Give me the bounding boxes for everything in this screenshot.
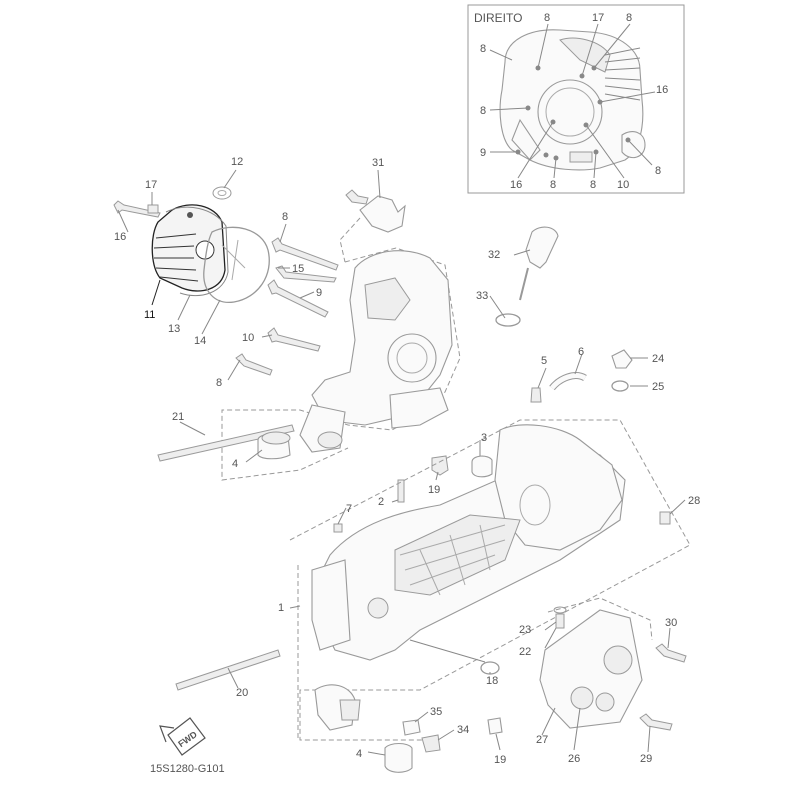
inset-title: DIREITO <box>474 11 522 25</box>
part-label: 4 <box>356 748 362 760</box>
part-label: 5 <box>541 355 547 367</box>
part-label: 24 <box>652 353 664 365</box>
stud-20 <box>175 649 281 691</box>
part-label: 2 <box>378 496 384 508</box>
part-label: 15 <box>292 263 304 275</box>
fwd-arrow: FWD <box>159 717 206 756</box>
part-label: 8 <box>282 211 288 223</box>
clip-31 <box>339 189 406 263</box>
leader-lines <box>117 169 686 756</box>
part-label: 32 <box>488 249 500 261</box>
inset-label: 8 <box>550 179 556 191</box>
inset-label: 10 <box>617 179 629 191</box>
part-labels: 12 17 16 11 13 14 8 15 9 10 8 31 32 33 2… <box>114 156 700 766</box>
part-label: 9 <box>316 287 322 299</box>
part-label: 34 <box>457 724 469 736</box>
lower-bushes <box>384 661 503 773</box>
drawing-code: 15S1280-G101 <box>150 763 225 775</box>
inset-label: 8 <box>480 105 486 117</box>
part-label: 4 <box>232 458 238 470</box>
part-label: 1 <box>278 602 284 614</box>
fittings-5-6-24-25 <box>530 349 633 403</box>
part-label: 12 <box>231 156 243 168</box>
pins-7-28 <box>333 511 671 533</box>
part-label: 29 <box>640 753 652 765</box>
part-label: 16 <box>114 231 126 243</box>
part-label: 18 <box>486 675 498 687</box>
part-label: 3 <box>481 432 487 444</box>
inset-label: 8 <box>626 12 632 24</box>
inset-label: 17 <box>592 12 604 24</box>
part-label: 28 <box>688 495 700 507</box>
part-label: 27 <box>536 734 548 746</box>
inset-direito: DIREITO <box>467 4 685 194</box>
part-label: 23 <box>519 624 531 636</box>
inset-label: 8 <box>655 165 661 177</box>
bushes-3-19-2 <box>397 455 493 503</box>
inset-label: 8 <box>480 43 486 55</box>
upper-crankcase <box>221 247 461 481</box>
part-label: 8 <box>216 377 222 389</box>
part-label: 35 <box>430 706 442 718</box>
part-label: 13 <box>168 323 180 335</box>
dipstick-32 <box>495 226 559 327</box>
part-label: 20 <box>236 687 248 699</box>
bolts-upper <box>235 237 339 376</box>
part-label: 33 <box>476 290 488 302</box>
inset-label: 8 <box>590 179 596 191</box>
part-label: 19 <box>428 484 440 496</box>
part-label: 31 <box>372 157 384 169</box>
inset-label: 16 <box>510 179 522 191</box>
part-label: 10 <box>242 332 254 344</box>
part-label: 7 <box>346 503 352 515</box>
part-label-highlight: 11 <box>144 309 155 321</box>
part-label: 26 <box>568 753 580 765</box>
part-label: 30 <box>665 617 677 629</box>
part-label: 6 <box>578 346 584 358</box>
part-label: 19 <box>494 754 506 766</box>
inset-label: 9 <box>480 147 486 159</box>
part-label: 25 <box>652 381 664 393</box>
inset-label: 16 <box>656 84 668 96</box>
part-label: 14 <box>194 335 206 347</box>
inset-label: 8 <box>544 12 550 24</box>
gear-cover <box>539 597 687 731</box>
stud-21 <box>157 424 295 462</box>
part-label: 21 <box>172 411 184 423</box>
part-label: 22 <box>519 646 531 658</box>
cover-assembly <box>113 186 270 303</box>
part-label: 17 <box>145 179 157 191</box>
lower-crankcase <box>289 419 691 741</box>
